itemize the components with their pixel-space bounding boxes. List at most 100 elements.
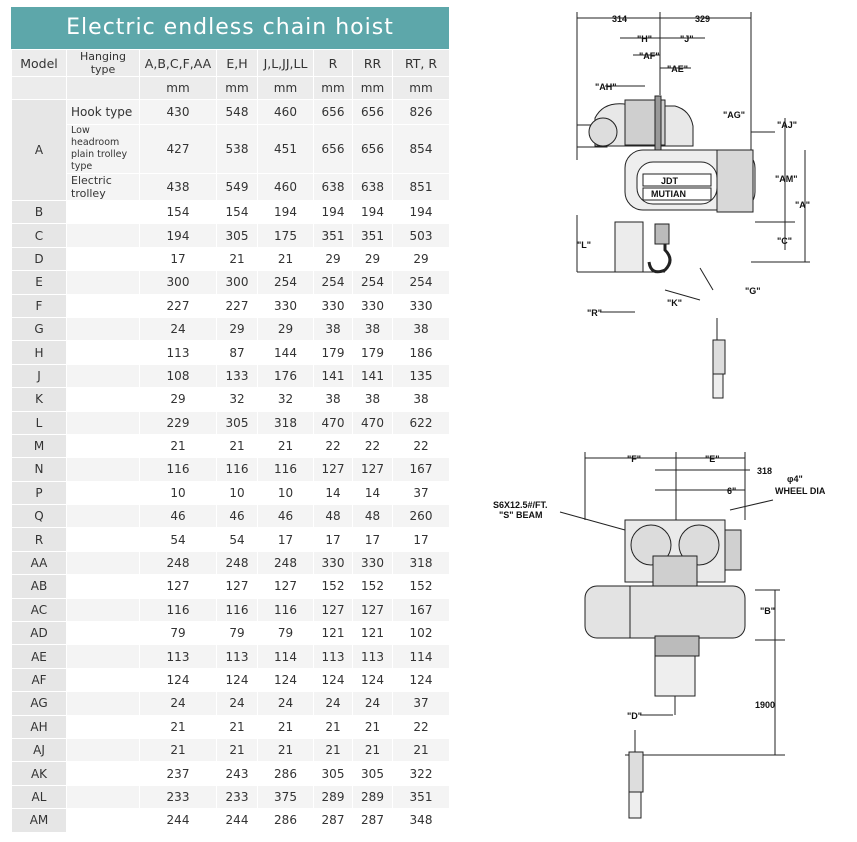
value-cell: 305: [352, 761, 393, 786]
value-cell: 286: [257, 761, 314, 786]
value-cell: 29: [216, 316, 258, 342]
dim-label: "H": [637, 34, 652, 44]
value-cell: 854: [392, 124, 450, 174]
value-cell: 46: [216, 504, 258, 529]
value-cell: 300: [139, 270, 217, 295]
model-cell: AK: [11, 761, 67, 786]
hanging-type-cell: [66, 223, 140, 248]
model-cell: C: [11, 223, 67, 248]
value-cell: 113: [139, 644, 217, 669]
model-cell: G: [11, 316, 67, 342]
value-cell: 179: [313, 340, 353, 365]
value-cell: 175: [257, 223, 314, 248]
value-cell: 17: [392, 527, 450, 552]
value-cell: 17: [139, 246, 217, 272]
model-cell: L: [11, 410, 67, 435]
value-cell: 826: [392, 99, 450, 125]
hanging-type-cell: [66, 387, 140, 412]
model-cell: J: [11, 363, 67, 389]
value-cell: 21: [216, 246, 258, 272]
value-cell: 351: [392, 784, 450, 810]
model-cell: AJ: [11, 737, 67, 763]
hanging-type-cell: [66, 808, 140, 833]
dim-label: "R": [587, 308, 602, 318]
dim-label: 318: [757, 466, 772, 476]
value-cell: 21: [313, 714, 353, 739]
value-cell: 430: [139, 99, 217, 125]
value-cell: 38: [392, 387, 450, 412]
value-cell: 194: [392, 199, 450, 225]
value-cell: 427: [139, 124, 217, 174]
value-cell: 24: [257, 691, 314, 716]
value-cell: 79: [216, 621, 258, 646]
value-cell: 287: [352, 808, 393, 833]
value-cell: 503: [392, 223, 450, 248]
value-cell: 330: [352, 293, 393, 318]
value-cell: 179: [352, 340, 393, 365]
value-cell: 656: [352, 124, 393, 174]
hanging-type-cell: [66, 737, 140, 763]
value-cell: 237: [139, 761, 217, 786]
value-cell: 549: [216, 173, 258, 201]
front-view-labels: "F" "E" 318 6" "B" 1900 "D" S6X12.5#/FT.…: [493, 454, 826, 721]
dim-label: "AE": [667, 64, 688, 74]
header-row: Model Hanging type A,B,C,F,AA E,H J,L,JJ…: [11, 49, 450, 77]
value-cell: 248: [139, 550, 217, 576]
value-cell: 21: [216, 714, 258, 739]
value-cell: 127: [313, 597, 353, 623]
value-cell: 22: [352, 433, 393, 459]
value-cell: 638: [313, 173, 353, 201]
value-cell: 622: [392, 410, 450, 435]
value-cell: 227: [216, 293, 258, 318]
model-cell: P: [11, 480, 67, 506]
value-cell: 144: [257, 340, 314, 365]
value-cell: 113: [352, 644, 393, 669]
value-cell: 244: [216, 808, 258, 833]
table-row: A Hook type 430 548 460 656 656 826: [11, 99, 450, 201]
value-cell: 127: [352, 457, 393, 482]
value-cell: 22: [392, 433, 450, 459]
model-cell: AH: [11, 714, 67, 739]
dim-label: "AJ": [777, 120, 797, 130]
value-cell: 21: [216, 737, 258, 763]
value-cell: 286: [257, 808, 314, 833]
value-cell: 79: [139, 621, 217, 646]
value-cell: 10: [216, 480, 258, 506]
value-cell: 186: [392, 340, 450, 365]
value-cell: 22: [313, 433, 353, 459]
value-cell: 154: [216, 199, 258, 225]
value-cell: 348: [392, 808, 450, 833]
value-cell: 851: [392, 173, 450, 201]
value-cell: 289: [352, 784, 393, 810]
model-cell: N: [11, 457, 67, 482]
value-cell: 38: [313, 316, 353, 342]
value-cell: 38: [392, 316, 450, 342]
hanging-type-cell: [66, 457, 140, 482]
wheel-label: WHEEL DIA: [775, 486, 826, 496]
value-cell: 194: [313, 199, 353, 225]
value-cell: 248: [257, 550, 314, 576]
value-cell: 21: [392, 737, 450, 763]
value-cell: 656: [352, 99, 393, 125]
value-cell: 305: [313, 761, 353, 786]
value-cell: 330: [313, 293, 353, 318]
value-cell: 124: [139, 667, 217, 693]
value-cell: 21: [257, 433, 314, 459]
value-cell: 21: [216, 433, 258, 459]
value-cell: 233: [216, 784, 258, 810]
front-view-drawing: [559, 452, 785, 819]
value-cell: 124: [313, 667, 353, 693]
dim-label: "AM": [775, 174, 798, 184]
technical-drawings: 314 329 "H" "J" "AF" "AE" "AH" "AG" "AJ"…: [455, 0, 857, 838]
value-cell: 102: [392, 621, 450, 646]
header-cell: R: [313, 49, 353, 77]
